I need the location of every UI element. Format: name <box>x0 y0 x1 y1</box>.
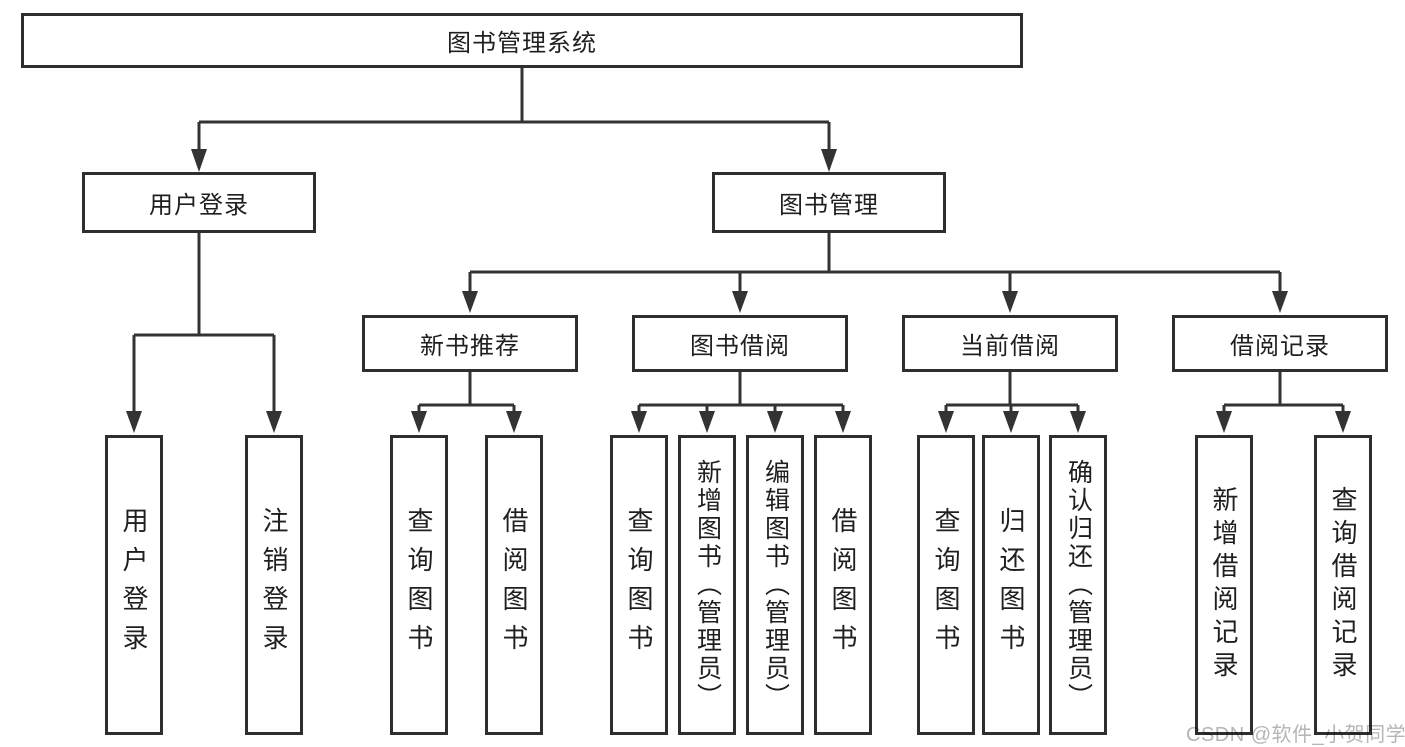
leaf-label: 新增图书（管理员） <box>693 459 722 711</box>
node-library-management-system: 图书管理系统 <box>21 13 1023 68</box>
leaf-user-login: 用户登录 <box>105 435 163 735</box>
node-label: 图书管理 <box>779 192 879 219</box>
node-label: 新书推荐 <box>420 333 520 360</box>
leaf-label: 借阅图书 <box>828 507 858 663</box>
leaf-confirm-return-admin: 确认归还（管理员） <box>1049 435 1107 735</box>
node-label: 图书借阅 <box>690 333 790 360</box>
node-book-management: 图书管理 <box>712 172 946 233</box>
node-borrowing-records: 借阅记录 <box>1172 315 1388 372</box>
leaf-label: 查询借阅记录 <box>1328 486 1358 684</box>
node-current-borrowing: 当前借阅 <box>902 315 1118 372</box>
leaf-logout: 注销登录 <box>245 435 303 735</box>
leaf-label: 查询图书 <box>404 507 434 663</box>
leaf-label: 注销登录 <box>259 507 289 663</box>
leaf-query-books-borrowing: 查询图书 <box>610 435 668 735</box>
node-label: 用户登录 <box>149 192 249 219</box>
leaf-borrow-books-recommend: 借阅图书 <box>485 435 543 735</box>
leaf-borrow-books: 借阅图书 <box>814 435 872 735</box>
node-label: 当前借阅 <box>960 333 1060 360</box>
node-label: 借阅记录 <box>1230 333 1330 360</box>
leaf-return-books: 归还图书 <box>982 435 1040 735</box>
arrowhead-icons <box>126 149 1351 433</box>
leaf-add-books-admin: 新增图书（管理员） <box>678 435 736 735</box>
node-new-book-recommendation: 新书推荐 <box>362 315 578 372</box>
leaf-label: 确认归还（管理员） <box>1064 459 1093 711</box>
leaf-label: 用户登录 <box>119 507 149 663</box>
leaf-add-borrow-record: 新增借阅记录 <box>1195 435 1253 735</box>
node-user-login: 用户登录 <box>82 172 316 233</box>
leaf-query-books-recommend: 查询图书 <box>390 435 448 735</box>
leaf-label: 新增借阅记录 <box>1209 486 1239 684</box>
node-book-borrowing: 图书借阅 <box>632 315 848 372</box>
leaf-query-borrow-record: 查询借阅记录 <box>1314 435 1372 735</box>
leaf-label: 归还图书 <box>996 507 1026 663</box>
csdn-watermark: CSDN @软件_小贺同学 <box>1186 724 1405 746</box>
leaf-query-books-current: 查询图书 <box>917 435 975 735</box>
leaf-label: 借阅图书 <box>499 507 529 663</box>
leaf-label: 编辑图书（管理员） <box>761 459 790 711</box>
leaf-label: 查询图书 <box>624 507 654 663</box>
leaf-edit-books-admin: 编辑图书（管理员） <box>746 435 804 735</box>
node-label: 图书管理系统 <box>447 30 597 57</box>
leaf-label: 查询图书 <box>931 507 961 663</box>
